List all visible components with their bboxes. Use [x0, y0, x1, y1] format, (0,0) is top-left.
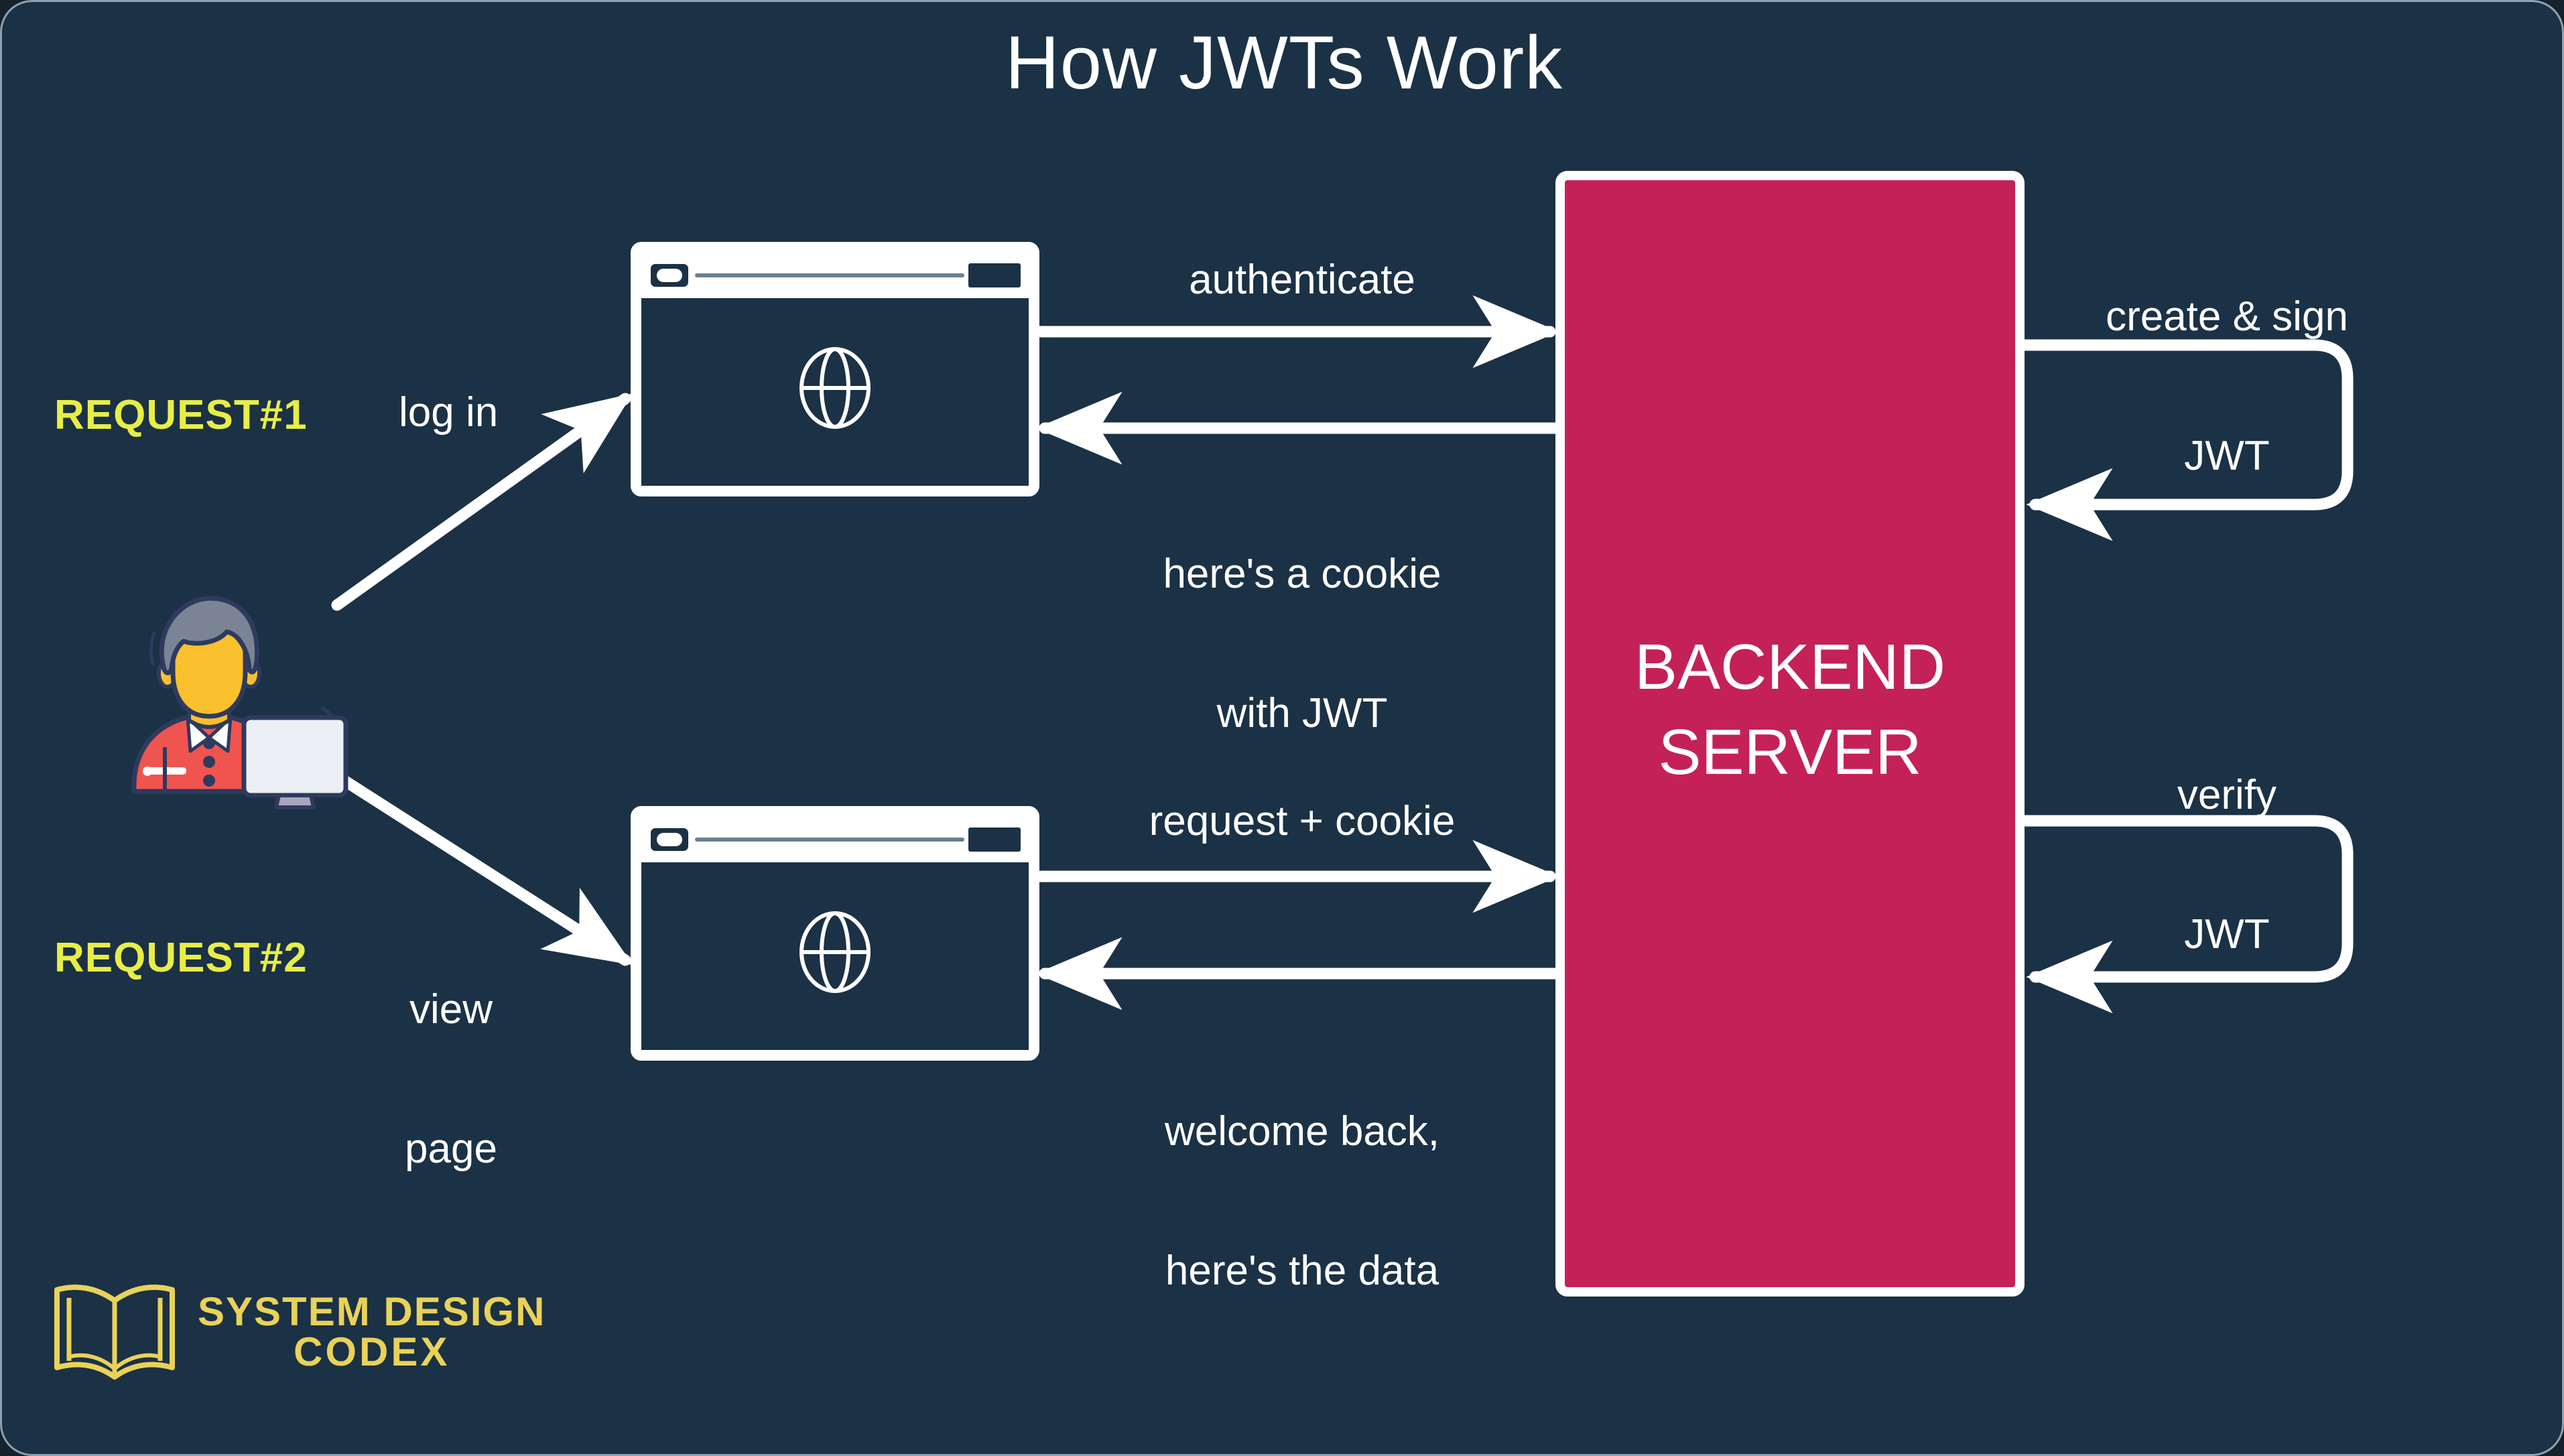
back-arrow-icon[interactable]	[651, 828, 688, 851]
menu-block-icon[interactable]	[968, 828, 1021, 852]
open-book-icon	[54, 1284, 175, 1380]
arrow-user-to-browser2	[331, 770, 633, 966]
browser-title-bar-1	[641, 253, 1029, 298]
request-2-action-line2: page	[405, 1126, 497, 1173]
request-1-action: log in	[399, 389, 499, 436]
page-title: How JWTs Work	[1005, 21, 1563, 105]
flow-cookie-line2: with JWT	[1216, 690, 1388, 737]
flow-welcome-label: welcome back, here's the data	[1074, 1015, 1530, 1388]
op-verify-line2: JWT	[2184, 911, 2270, 958]
loop-create-sign-jwt	[2018, 339, 2354, 541]
loop-verify-jwt	[2018, 815, 2354, 1014]
op-create-line2: JWT	[2184, 433, 2270, 480]
flow-cookie-line1: here's a cookie	[1163, 550, 1441, 597]
browser-window-1[interactable]	[631, 242, 1039, 497]
logo-line2: CODEX	[294, 1329, 450, 1374]
op-verify-jwt-label: verify JWT	[2073, 679, 2381, 1051]
back-arrow-icon[interactable]	[651, 264, 688, 287]
menu-block-icon[interactable]	[968, 263, 1021, 287]
op-verify-line1: verify	[2177, 771, 2277, 818]
request-2-action-line1: view	[409, 986, 493, 1033]
user-at-computer-icon	[131, 596, 348, 809]
flow-request-cookie-label: request + cookie	[1149, 798, 1456, 844]
browser-title-bar-2	[641, 817, 1029, 862]
address-bar-1[interactable]	[695, 273, 964, 277]
address-bar-2[interactable]	[695, 838, 964, 842]
arrow-user-to-browser1	[331, 393, 633, 611]
backend-server-box	[1555, 171, 2025, 1297]
logo-line1: SYSTEM DESIGN	[198, 1289, 546, 1334]
backend-server-label: BACKEND SERVER	[1555, 625, 2025, 795]
request-2-action: view page	[377, 893, 525, 1266]
flow-welcome-line2: here's the data	[1165, 1248, 1439, 1295]
server-label-line2: SERVER	[1658, 716, 1922, 788]
request-1-tag: REQUEST#1	[54, 392, 308, 438]
server-label-line1: BACKEND	[1634, 631, 1946, 703]
browser-window-2[interactable]	[631, 806, 1039, 1061]
op-create-sign-jwt-label: create & sign JWT	[2039, 200, 2415, 573]
request-2-tag: REQUEST#2	[54, 935, 308, 981]
brand-logo: SYSTEM DESIGN CODEX	[49, 1275, 546, 1389]
globe-icon	[799, 347, 871, 429]
flow-authenticate-label: authenticate	[1189, 257, 1415, 303]
brand-logo-text: SYSTEM DESIGN CODEX	[198, 1292, 546, 1372]
flow-cookie-label: here's a cookie with JWT	[1074, 458, 1530, 830]
op-create-line1: create & sign	[2106, 293, 2348, 340]
flow-welcome-line1: welcome back,	[1164, 1108, 1440, 1154]
globe-icon	[799, 911, 871, 993]
